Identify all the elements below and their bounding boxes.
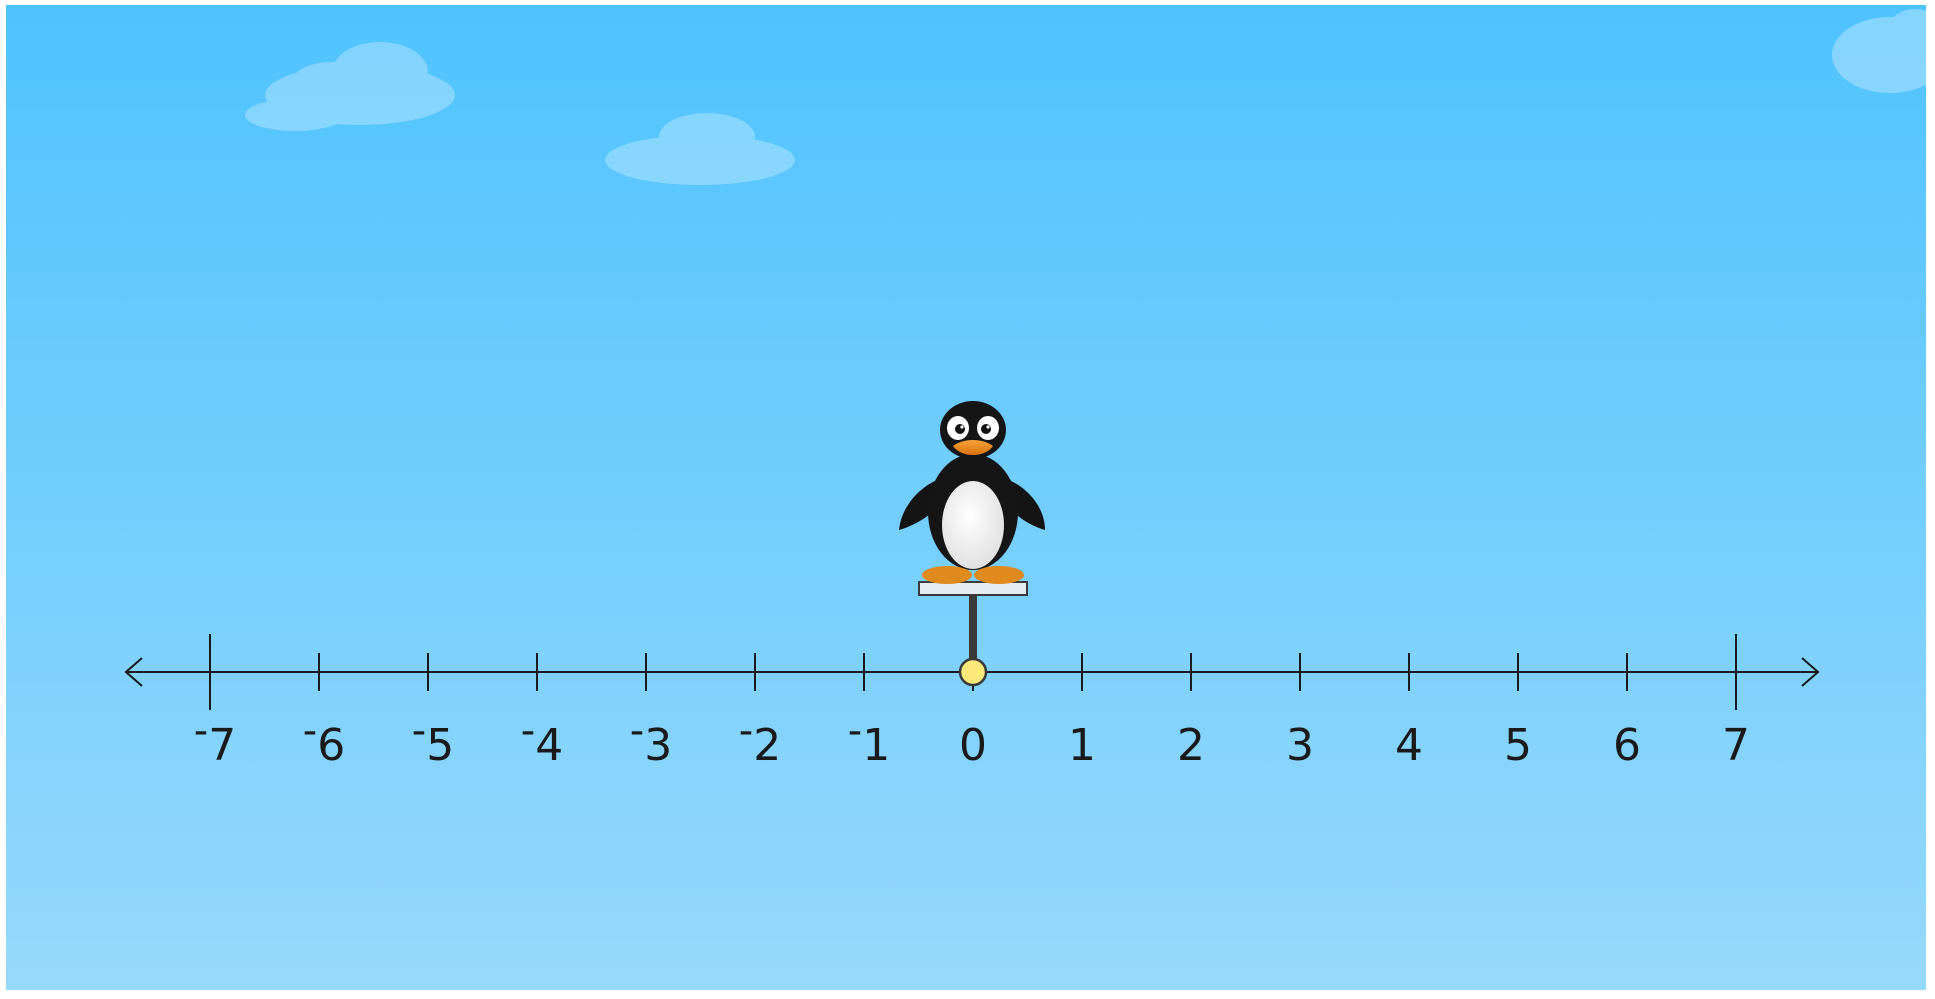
cloud-icon: [1832, 9, 1935, 93]
marker-platform: [918, 581, 1028, 596]
tick-label: -2: [739, 708, 781, 771]
cloud-icon: [245, 42, 455, 131]
cloud-icon: [605, 113, 795, 185]
tick-label: -3: [630, 708, 672, 771]
tick-label: -7: [194, 708, 236, 771]
tick-label: 1: [1068, 720, 1096, 771]
tick-label-text: 6: [1613, 720, 1641, 771]
right-arrow-icon: [1801, 657, 1820, 687]
tick-label-text: -3: [630, 708, 672, 771]
tick-labels: -7 -6 -5 -4 -3 -2 -1 0 1 2 3 4 5 6 7: [194, 708, 1750, 771]
tick-label-text: 3: [1286, 720, 1314, 771]
tick-label-text: 5: [1504, 720, 1532, 771]
tick-label-text: 2: [1177, 720, 1205, 771]
marker-handle[interactable]: [958, 657, 988, 687]
penguin-marker[interactable]: [899, 401, 1045, 687]
marker-post: [969, 592, 977, 670]
tick-label-text: 4: [1395, 720, 1423, 771]
tick-label: 7: [1722, 720, 1750, 771]
tick-label-text: -4: [521, 708, 563, 771]
tick-label-text: -6: [303, 708, 345, 771]
tick-label: -6: [303, 708, 345, 771]
tick-label: -5: [412, 708, 454, 771]
tick-label-text: 1: [1068, 720, 1096, 771]
tick-label-text: 0: [959, 720, 987, 771]
left-arrow-icon: [124, 657, 143, 687]
tick-label: 4: [1395, 720, 1423, 771]
tick-label: 3: [1286, 720, 1314, 771]
tick-label: 2: [1177, 720, 1205, 771]
tick-marks: [209, 634, 1737, 710]
tick-label: 0: [959, 720, 987, 771]
tick-label: 5: [1504, 720, 1532, 771]
tick-label-text: -1: [848, 708, 890, 771]
tick-label-text: -7: [194, 708, 236, 771]
tick-label: -1: [848, 708, 890, 771]
tick-label-text: -5: [412, 708, 454, 771]
tick-label-text: 7: [1722, 720, 1750, 771]
tick-label: 6: [1613, 720, 1641, 771]
tick-label-text: -2: [739, 708, 781, 771]
penguin-icon: [899, 401, 1045, 584]
tick-label: -4: [521, 708, 563, 771]
